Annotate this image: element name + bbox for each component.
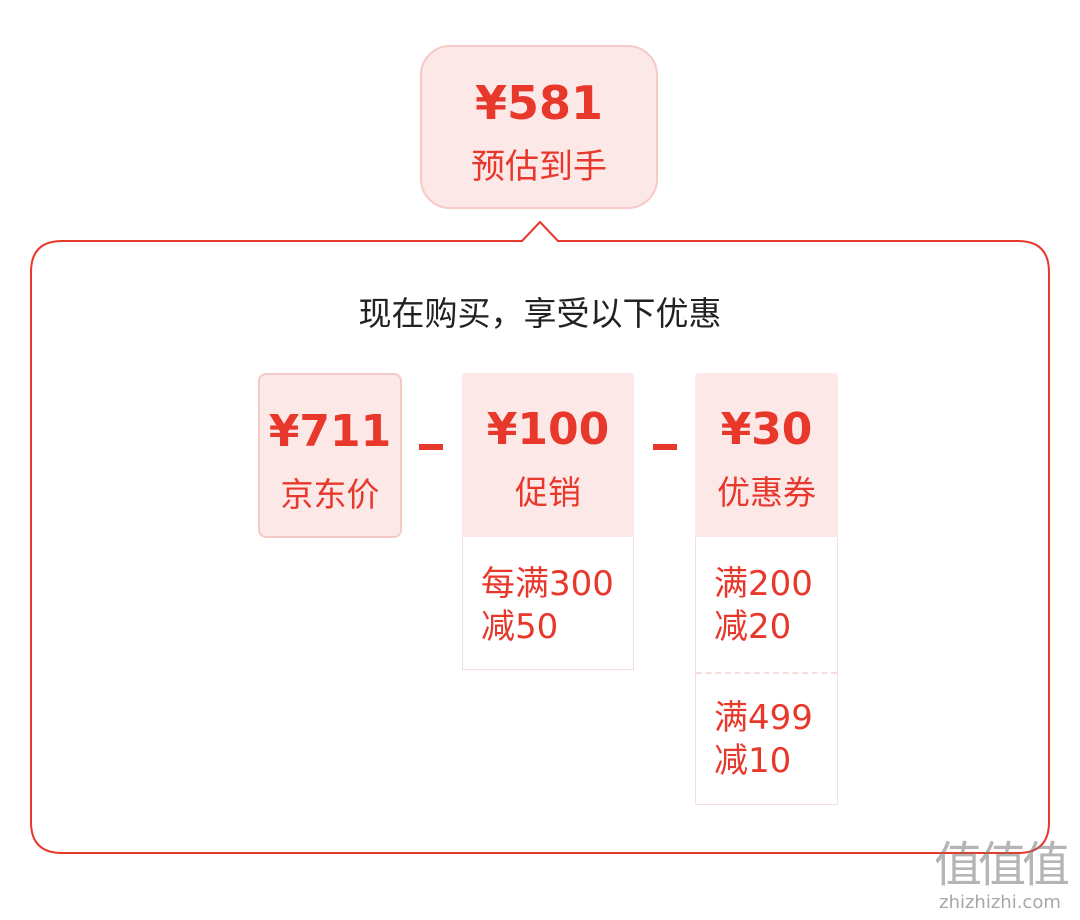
- coupon-rule: 满499 减10: [714, 698, 813, 781]
- watermark-logo: 值值值: [933, 837, 1070, 893]
- coupon-rule: 满200 减20: [714, 564, 813, 647]
- minus-sign: [419, 444, 443, 450]
- promotion-label: 促销: [515, 473, 581, 512]
- coupon-card: ¥30 优惠券: [695, 373, 838, 537]
- promotion-amount: ¥100: [486, 404, 610, 455]
- promotion-card: ¥100 促销: [462, 373, 634, 537]
- site-watermark: 值值值 zhizhizhi.com: [928, 838, 1072, 918]
- promotion-details: 每满300 减50: [462, 537, 634, 670]
- estimated-price-badge: ¥581 预估到手: [420, 45, 658, 209]
- minus-sign: [653, 444, 677, 450]
- coupon-amount: ¥30: [720, 404, 813, 455]
- jd-price-label: 京东价: [280, 475, 380, 514]
- estimated-price-label: 预估到手: [471, 147, 607, 187]
- coupon-details: 满200 减20 满499 减10: [695, 537, 838, 805]
- panel-title: 现在购买，享受以下优惠: [358, 294, 722, 333]
- coupon-label: 优惠券: [717, 473, 816, 512]
- jd-price-card: ¥711 京东价: [258, 373, 402, 538]
- estimated-price: ¥581: [474, 76, 604, 130]
- watermark-url: zhizhizhi.com: [939, 892, 1061, 913]
- jd-price-amount: ¥711: [268, 406, 392, 457]
- promotion-rule: 每满300 减50: [481, 564, 614, 647]
- coupon-divider: [696, 672, 837, 674]
